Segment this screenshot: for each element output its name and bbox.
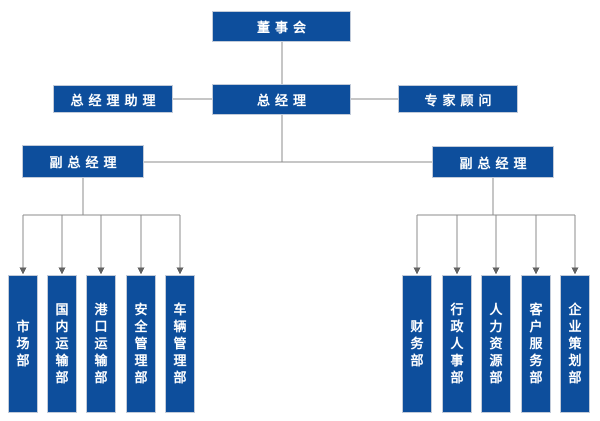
box-label: 财务部 xyxy=(410,319,424,369)
arrow-down-icon xyxy=(176,267,184,275)
box-label: 总经理助理 xyxy=(70,93,161,109)
box-label: 国内运输部 xyxy=(55,302,69,386)
department-box-customer-service: 客户服务部 xyxy=(521,275,551,413)
department-box-finance: 财务部 xyxy=(402,275,432,413)
box-label: 副总经理 xyxy=(49,156,122,171)
department-box-domestic-transport: 国内运输部 xyxy=(47,275,77,413)
box-label: 安全管理部 xyxy=(134,302,148,386)
department-box-corporate-planning: 企业策划部 xyxy=(560,275,590,413)
deputy-gm-right-box: 副总经理 xyxy=(432,146,554,178)
box-label: 总经理 xyxy=(256,94,311,109)
arrow-down-icon xyxy=(19,267,27,275)
arrow-down-icon xyxy=(58,267,66,275)
arrow-down-icon xyxy=(453,267,461,275)
box-label: 行政人事部 xyxy=(450,302,464,386)
deputy-gm-left-box: 副总经理 xyxy=(22,145,144,178)
gm-assistant-box: 总经理助理 xyxy=(53,85,173,113)
arrow-down-icon xyxy=(571,267,579,275)
box-label: 客户服务部 xyxy=(529,302,543,386)
box-label: 市场部 xyxy=(16,319,30,369)
box-label: 副总经理 xyxy=(459,156,532,172)
department-box-marketing: 市场部 xyxy=(8,275,38,413)
department-box-port-transport: 港口运输部 xyxy=(86,275,116,413)
box-label: 人力资源部 xyxy=(489,302,503,386)
box-label: 车辆管理部 xyxy=(173,302,187,386)
box-label: 港口运输部 xyxy=(94,302,108,386)
arrow-down-icon xyxy=(532,267,540,275)
board-of-directors-box: 董事会 xyxy=(212,11,351,42)
department-box-vehicle-management: 车辆管理部 xyxy=(165,275,195,413)
arrow-down-icon xyxy=(413,267,421,275)
arrow-down-icon xyxy=(492,267,500,275)
box-label: 专家顾问 xyxy=(424,93,497,109)
department-box-human-resources: 人力资源部 xyxy=(481,275,511,413)
arrow-down-icon xyxy=(97,267,105,275)
box-label: 企业策划部 xyxy=(568,302,582,386)
department-box-safety-management: 安全管理部 xyxy=(126,275,156,413)
general-manager-box: 总经理 xyxy=(212,84,351,115)
arrow-down-icon xyxy=(137,267,145,275)
department-box-admin-hr: 行政人事部 xyxy=(442,275,472,413)
expert-consultant-box: 专家顾问 xyxy=(398,85,518,113)
box-label: 董事会 xyxy=(256,21,311,36)
